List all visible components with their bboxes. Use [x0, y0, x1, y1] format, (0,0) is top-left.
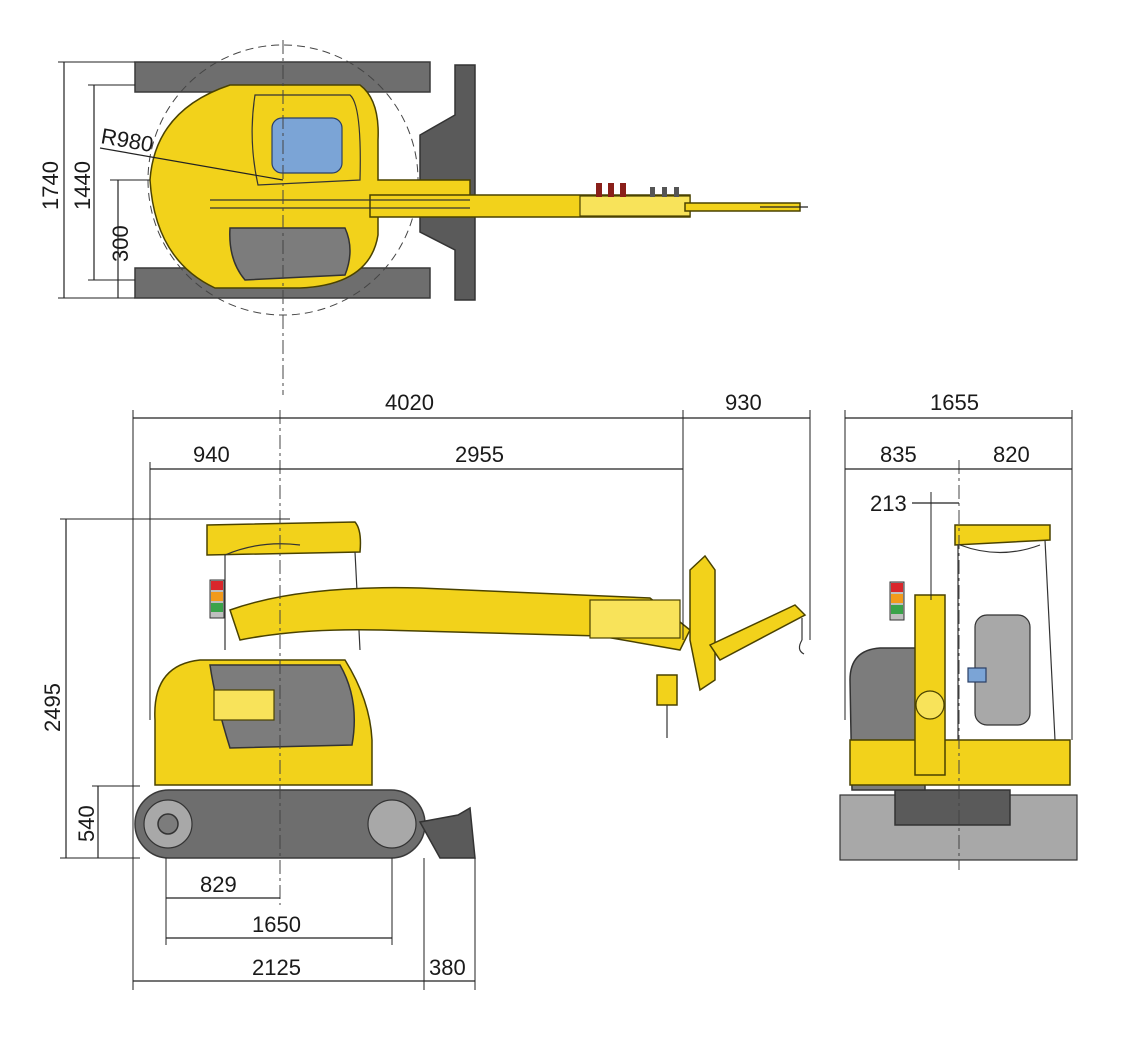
- side-fly-jib: [708, 604, 807, 661]
- side-cab-roof: [206, 521, 362, 556]
- dim-835: 835: [880, 442, 917, 467]
- front-undercarriage: [894, 789, 1011, 826]
- front-lower-body: [849, 739, 1071, 786]
- side-hook-block: [656, 674, 678, 706]
- front-beacon-red: [891, 583, 903, 592]
- side-view: 4020 930 940 2955 2495 540 829 1650 2125…: [40, 390, 811, 990]
- dim-820: 820: [993, 442, 1030, 467]
- side-hook: [798, 639, 805, 655]
- dim-1740: 1740: [38, 161, 63, 210]
- side-jib: [689, 554, 716, 692]
- dim-829: 829: [200, 872, 237, 897]
- front-beacon-orange: [891, 594, 903, 603]
- dim-2125: 2125: [252, 955, 301, 980]
- front-view: 1655 835 820 213: [839, 390, 1078, 870]
- dim-540: 540: [74, 805, 99, 842]
- top-cab-frame: [251, 94, 361, 186]
- radius-leader: [99, 147, 284, 181]
- side-sprocket: [367, 799, 417, 849]
- top-view: 1740 1440 300 R980: [38, 40, 808, 395]
- side-beacon-green: [211, 603, 223, 612]
- top-engine-cover: [229, 227, 351, 281]
- dim-1655: 1655: [930, 390, 979, 415]
- dim-930: 930: [725, 390, 762, 415]
- front-hook-pulley: [915, 690, 945, 720]
- side-idler-hub: [157, 813, 179, 835]
- dim-1650: 1650: [252, 912, 301, 937]
- dim-300: 300: [108, 225, 133, 262]
- side-beacon-orange: [211, 592, 223, 601]
- dim-380: 380: [429, 955, 466, 980]
- front-cab-frame: [957, 539, 1056, 741]
- side-dozer-blade: [418, 806, 476, 859]
- top-cab-glass: [271, 117, 343, 174]
- side-vent-grille: [213, 689, 275, 721]
- dim-1440: 1440: [70, 161, 95, 210]
- dim-940: 940: [193, 442, 230, 467]
- side-boom-stage: [589, 599, 681, 639]
- dim-2955: 2955: [455, 442, 504, 467]
- dim-213: 213: [870, 491, 907, 516]
- dim-4020: 4020: [385, 390, 434, 415]
- dim-2495: 2495: [40, 683, 65, 732]
- front-beacon-green: [891, 605, 903, 614]
- dim-r980: R980: [99, 123, 155, 157]
- side-beacon-red: [211, 581, 223, 590]
- front-light: [967, 667, 987, 683]
- top-boom-stage-2: [579, 195, 691, 217]
- front-boom: [914, 594, 946, 776]
- front-cab-roof: [954, 524, 1051, 546]
- top-boom-pins: [596, 183, 679, 197]
